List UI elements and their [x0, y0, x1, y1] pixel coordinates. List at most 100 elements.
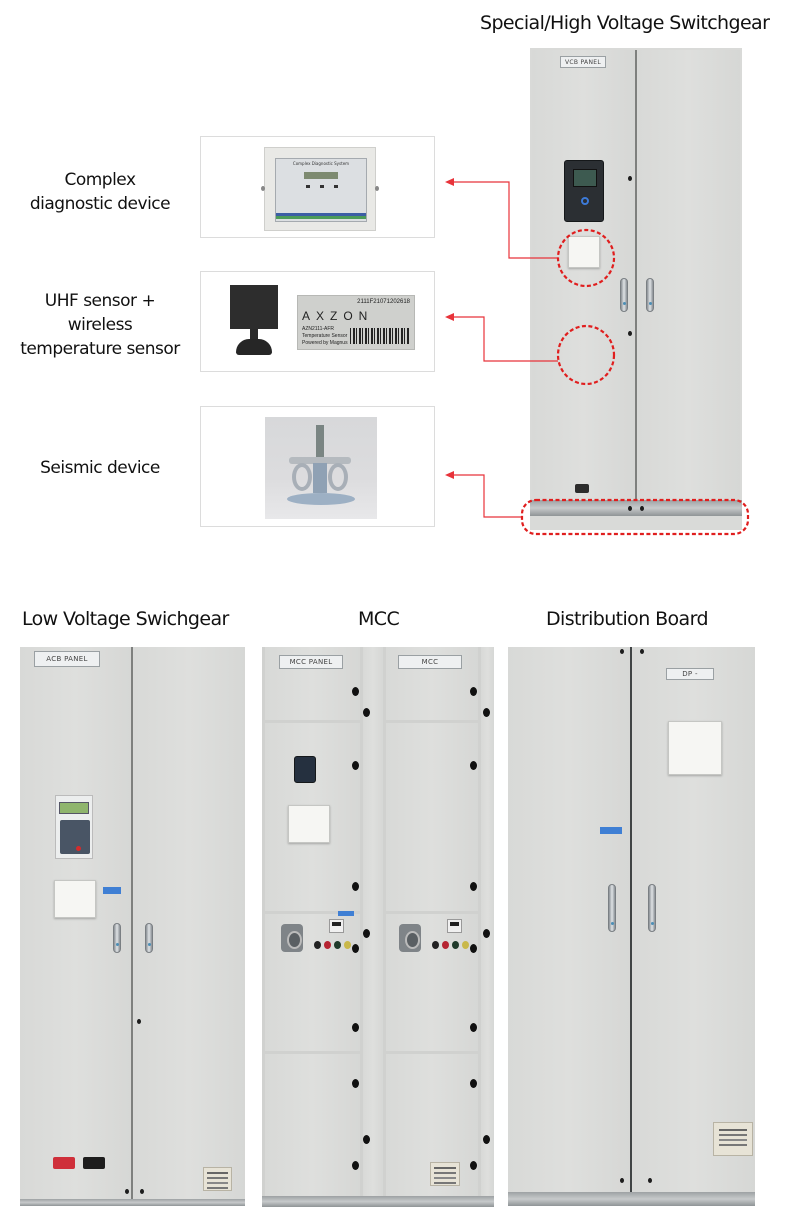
indicator-lamp-black [314, 941, 321, 949]
door-latch[interactable] [483, 1135, 490, 1144]
callout-label-line: temperature sensor [20, 339, 180, 359]
door-latch-dot [628, 176, 632, 181]
door-latch-dot [620, 649, 624, 654]
spec-sticker [203, 1167, 232, 1191]
door-latch[interactable] [352, 1161, 359, 1170]
door-latch-dot [628, 331, 632, 336]
door-latch[interactable] [363, 1135, 370, 1144]
door-latch[interactable] [352, 1023, 359, 1032]
rotary-switch[interactable] [399, 924, 421, 952]
door-latch[interactable] [352, 944, 359, 953]
callout-label-line: UHF sensor + [44, 291, 156, 311]
mcc-vertical-bus-door [481, 647, 494, 1196]
mcc-cabinet: MCC PANEL MCC [262, 647, 494, 1207]
door-latch-dot [640, 506, 644, 511]
sensor-model: AZN2111-AFR [302, 326, 335, 332]
diagnostic-device-meter [568, 236, 600, 268]
callout-overlay [445, 178, 750, 536]
spec-sticker [713, 1122, 753, 1156]
door-latch-dot [648, 1178, 652, 1183]
door-latch[interactable] [470, 1023, 477, 1032]
blue-tape-label [600, 827, 622, 834]
door-latch[interactable] [470, 687, 477, 696]
diagnostic-device-title: Complex Diagnostic System [292, 161, 350, 166]
door-latch-dot [640, 649, 644, 654]
door-latch[interactable] [352, 882, 359, 891]
door-latch[interactable] [352, 1079, 359, 1088]
callout-label-diagnostic: Complex diagnostic device [0, 168, 200, 216]
arrow-head-uhf [445, 313, 454, 321]
door-handle-left[interactable] [113, 923, 121, 953]
diagnostic-device-meter [54, 880, 96, 918]
callout-label-seismic: Seismic device [0, 456, 200, 480]
door-seam [630, 647, 632, 1192]
callout-label-line: Complex [64, 170, 136, 190]
arrow-line-seismic [452, 474, 522, 518]
diagnostic-device-meter [288, 805, 330, 843]
door-latch[interactable] [352, 761, 359, 770]
sensor-powered-by: Powered by Magnus [302, 340, 348, 346]
door-latch[interactable] [363, 929, 370, 938]
door-latch[interactable] [363, 708, 370, 717]
diagnostic-device-meter [668, 721, 722, 775]
door-latch-dot [140, 1189, 144, 1194]
indicator-lamp-yellow [344, 941, 351, 949]
indicator-lamp-red [324, 941, 331, 949]
door-latch[interactable] [470, 1161, 477, 1170]
door-latch-dot [620, 1178, 624, 1183]
spec-sticker [430, 1162, 460, 1186]
cabinet-door-left [532, 50, 635, 500]
red-switch [53, 1157, 75, 1169]
rotary-switch[interactable] [281, 924, 303, 952]
mcc-display [329, 919, 344, 933]
arrow-head-seismic [445, 471, 454, 479]
indicator-lamp-green [452, 941, 459, 949]
black-switch [83, 1157, 105, 1169]
blue-tape-label [338, 911, 354, 916]
door-latch[interactable] [483, 929, 490, 938]
blue-tape-label [103, 887, 121, 894]
vcb-panel-nameplate: VCB PANEL [560, 56, 606, 68]
uhf-sensor-photo [230, 285, 278, 355]
door-latch-dot [628, 506, 632, 511]
mcc-compartment [265, 914, 360, 1051]
cabinet-base [20, 1199, 245, 1206]
door-handle-right[interactable] [646, 278, 654, 312]
door-latch[interactable] [470, 944, 477, 953]
high-voltage-switchgear-title: Special/High Voltage Switchgear [480, 12, 770, 34]
door-latch[interactable] [470, 882, 477, 891]
callout-label-line: Seismic device [40, 458, 160, 478]
mcc-panel-nameplate-2: MCC [398, 655, 462, 669]
distribution-board-title: Distribution Board [546, 608, 709, 630]
cabinet-base [262, 1196, 494, 1207]
mcc-panel-nameplate: MCC PANEL [279, 655, 343, 669]
protection-relay [55, 795, 93, 859]
callout-label-line: wireless [67, 315, 133, 335]
door-handle-right[interactable] [648, 884, 656, 932]
door-handle-left[interactable] [620, 278, 628, 312]
dp-nameplate: DP - [666, 668, 714, 680]
door-seam [131, 647, 133, 1199]
complex-diagnostic-device-card: Complex Diagnostic System [200, 136, 435, 238]
cabinet-door-right [638, 50, 740, 500]
protection-relay [564, 160, 604, 222]
door-latch[interactable] [352, 687, 359, 696]
mcc-display [447, 919, 462, 933]
door-handle-left[interactable] [608, 884, 616, 932]
door-seam [635, 50, 637, 502]
low-voltage-switchgear-title: Low Voltage Swichgear [22, 608, 229, 630]
door-latch[interactable] [483, 708, 490, 717]
bottom-lock [575, 484, 589, 493]
door-latch-dot [137, 1019, 141, 1024]
barcode [350, 328, 410, 344]
callout-label-uhf-sensor: UHF sensor + wireless temperature sensor [0, 289, 200, 361]
mcc-title: MCC [358, 608, 400, 630]
door-latch[interactable] [470, 761, 477, 770]
motor-protection-relay [294, 756, 316, 783]
arrow-line-uhf [452, 316, 558, 362]
highlight-circle-diagnostic [556, 228, 616, 288]
seismic-device-photo [265, 417, 377, 519]
indicator-lamp-red [442, 941, 449, 949]
door-latch[interactable] [470, 1079, 477, 1088]
door-handle-right[interactable] [145, 923, 153, 953]
